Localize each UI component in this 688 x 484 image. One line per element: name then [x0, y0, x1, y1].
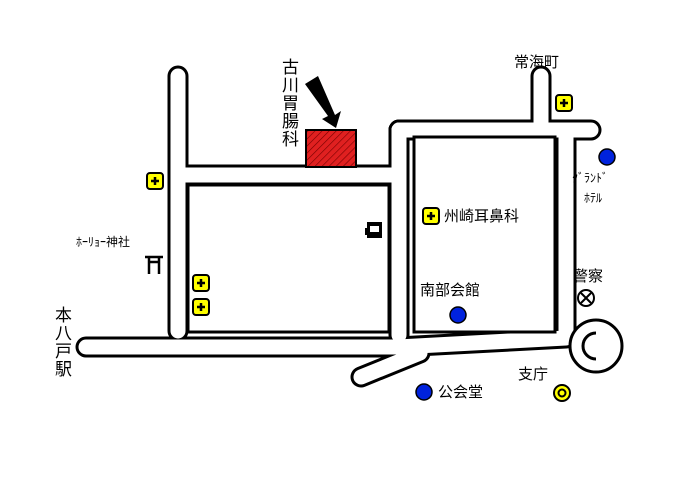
destination-building[interactable]	[305, 129, 357, 168]
label-grand-hotel-line2: ﾎﾃﾙ	[584, 191, 603, 205]
landmark-dot-icon	[598, 148, 616, 166]
label-branch-office: 支庁	[518, 365, 549, 383]
label-grand-hotel-line1: ｸﾞﾗﾝﾄﾞ	[572, 171, 609, 185]
label-police: 警察	[573, 267, 604, 285]
label-tokiwacho: 常海町	[514, 53, 560, 71]
destination-arrow-icon	[305, 76, 341, 128]
shrine-torii-icon	[145, 255, 163, 274]
label-station: 本八戸駅	[51, 306, 71, 378]
roundabout	[568, 318, 624, 374]
hospital-cross-icon	[146, 172, 164, 190]
label-ear-nose-clinic: 州崎耳鼻科	[444, 207, 520, 225]
road-fills	[78, 68, 599, 385]
landmark-dot-icon	[449, 306, 467, 324]
landmark-dot-icon	[415, 383, 433, 401]
destination-marker	[305, 76, 357, 168]
hospital-cross-icon	[422, 207, 440, 225]
government-office-icon	[553, 384, 571, 402]
destination-label: 古川胃腸科	[278, 58, 298, 148]
hospital-cross-icon	[192, 274, 210, 292]
block-central	[186, 183, 391, 334]
post-office-icon	[365, 222, 382, 238]
police-station-icon	[577, 289, 595, 307]
label-nambu-kaikan: 南部会館	[420, 281, 481, 299]
block-east	[412, 135, 557, 334]
hospital-cross-icon	[192, 298, 210, 316]
hospital-markers	[146, 94, 573, 316]
label-public-hall: 公会堂	[438, 383, 484, 401]
hospital-cross-icon	[555, 94, 573, 112]
label-shrine: ﾎｰﾘｮｰ神社	[76, 235, 131, 249]
